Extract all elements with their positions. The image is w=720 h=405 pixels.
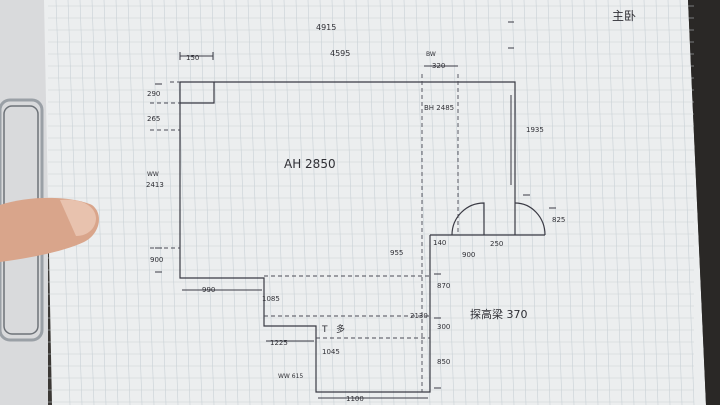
grid-line-vertical xyxy=(655,0,671,405)
grid-line-vertical xyxy=(679,0,695,405)
bottom-dim-990: 990 xyxy=(202,286,215,294)
door-width-dim: 900 xyxy=(462,251,475,259)
grid-line-vertical xyxy=(175,0,191,405)
grid-line-vertical xyxy=(115,0,131,405)
grid-line-vertical xyxy=(91,0,107,405)
bottom-dim-1100: 1100 xyxy=(346,395,364,403)
door-right-dim: 250 xyxy=(490,240,503,248)
grid-line-vertical xyxy=(343,0,359,405)
grid-line-vertical xyxy=(667,0,683,405)
dim-955: 955 xyxy=(390,249,403,257)
right-dim-870: 870 xyxy=(437,282,450,290)
grid-line-vertical xyxy=(367,0,383,405)
bottom-dim-1225: 1225 xyxy=(270,339,288,347)
bottom-dim-1045: 1045 xyxy=(322,348,340,356)
grid-line-vertical xyxy=(139,0,155,405)
paper-grid xyxy=(48,0,695,405)
ww-615-label: WW 615 xyxy=(278,373,303,380)
grid-line-vertical xyxy=(79,0,95,405)
grid-line-vertical xyxy=(223,0,239,405)
grid-line-vertical xyxy=(487,0,503,405)
grid-line-vertical xyxy=(211,0,227,405)
right-dim-2130: 2130 xyxy=(410,312,428,320)
left-dim-1: 290 xyxy=(147,90,160,98)
bw-dim: 320 xyxy=(432,62,445,70)
grid-line-vertical xyxy=(619,0,635,405)
overall-top-dim: 4915 xyxy=(316,23,336,32)
grid-line-vertical xyxy=(571,0,587,405)
grid-line-vertical xyxy=(235,0,251,405)
room-outline xyxy=(179,81,545,393)
grid-line-vertical xyxy=(259,0,275,405)
grid-line-vertical xyxy=(163,0,179,405)
grid-line-vertical xyxy=(151,0,167,405)
grid-line-vertical xyxy=(355,0,371,405)
grid-line-vertical xyxy=(499,0,515,405)
grid-line-vertical xyxy=(127,0,143,405)
bw-label: BW xyxy=(426,51,436,58)
grid-line-vertical xyxy=(535,0,551,405)
grid-line-vertical xyxy=(295,0,311,405)
paper-edge-shadow xyxy=(688,0,720,405)
grid-line-vertical xyxy=(451,0,467,405)
grid-line-vertical xyxy=(199,0,215,405)
grid-line-vertical xyxy=(595,0,611,405)
grid-line-vertical xyxy=(391,0,407,405)
grid-line-vertical xyxy=(547,0,563,405)
dimension-ticks xyxy=(155,21,556,399)
left-dim-2: 265 xyxy=(147,115,160,123)
grid-line-vertical xyxy=(271,0,287,405)
grid-line-vertical xyxy=(103,0,119,405)
grid-line-vertical xyxy=(523,0,539,405)
overall-inner-dim: 4595 xyxy=(330,49,350,58)
thumb xyxy=(0,197,99,262)
door-left-dim: 140 xyxy=(433,239,446,247)
grid-line-vertical xyxy=(643,0,659,405)
right-dim-1: 1935 xyxy=(526,126,544,134)
grid-line-vertical xyxy=(631,0,647,405)
right-dim-850: 850 xyxy=(437,358,450,366)
ww-label: WW xyxy=(147,171,159,178)
grid-line-vertical xyxy=(319,0,335,405)
grid-line-vertical xyxy=(247,0,263,405)
dashed-guides xyxy=(150,74,459,392)
left-dim-4: 900 xyxy=(150,256,163,264)
beam-height-note: 探高梁 370 xyxy=(470,307,528,321)
top-left-offset-dim: 150 xyxy=(186,54,199,62)
right-dim-300: 300 xyxy=(437,323,450,331)
door-swing xyxy=(451,202,546,236)
bottom-dim-1085: 1085 xyxy=(262,295,280,303)
grid-line-vertical xyxy=(187,0,203,405)
grid-line-vertical xyxy=(283,0,299,405)
grid-line-vertical xyxy=(427,0,443,405)
small-t-label: T xyxy=(321,325,328,335)
grid-line-vertical xyxy=(559,0,575,405)
dashed-height-label: BH 2485 xyxy=(424,104,454,112)
grid-line-vertical xyxy=(307,0,323,405)
grid-line-vertical xyxy=(439,0,455,405)
grid-line-vertical xyxy=(511,0,527,405)
grid-line-vertical xyxy=(607,0,623,405)
grid-line-vertical xyxy=(379,0,395,405)
room-height-label: AH 2850 xyxy=(284,157,336,171)
left-dim-3: 2413 xyxy=(146,181,164,189)
right-dim-2: 825 xyxy=(552,216,565,224)
grid-line-vertical xyxy=(331,0,347,405)
grid-line-vertical xyxy=(415,0,431,405)
grid-line-vertical xyxy=(463,0,479,405)
small-mark-label: 多 xyxy=(336,323,345,335)
grid-line-vertical xyxy=(583,0,599,405)
room-title: 主卧 xyxy=(612,9,636,23)
grid-line-vertical xyxy=(403,0,419,405)
